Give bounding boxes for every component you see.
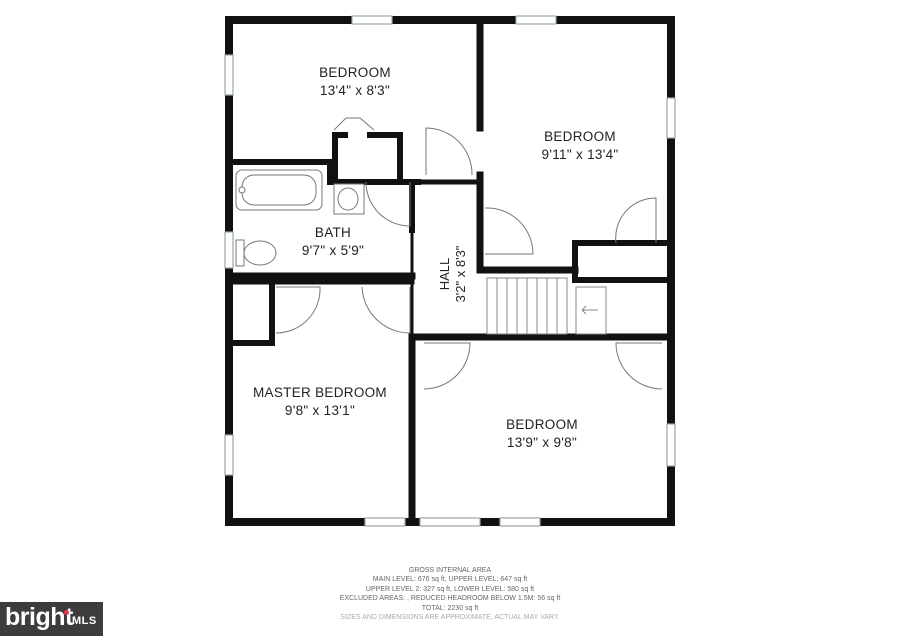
room-name: BATH [314, 225, 352, 240]
room-dimensions: 9'8" x 13'1" [284, 403, 356, 418]
room-dimensions: 9'7" x 5'9" [301, 243, 365, 258]
room-bedroom-top-left: BEDROOM 13'4" x 8'3" [295, 64, 415, 100]
room-name: BEDROOM [506, 417, 578, 432]
room-name: HALL [437, 257, 452, 291]
bright-mls-logo: bright MLS [0, 602, 103, 636]
logo-dot [64, 610, 69, 615]
logo-wordmark: bright [5, 603, 73, 631]
room-bath: BATH 9'7" x 5'9" [273, 224, 393, 260]
interior-walls [225, 16, 675, 526]
room-hall: HALL 3'2" x 8'3" [437, 244, 473, 304]
room-dimensions: 9'11" x 13'4" [541, 147, 619, 162]
room-dimensions: 13'9" x 9'8" [506, 435, 578, 450]
windows [224, 15, 676, 527]
area-line: UPPER LEVEL 2: 327 sq ft, LOWER LEVEL: 5… [365, 585, 535, 593]
bath-fixtures [235, 117, 375, 267]
area-total: TOTAL: 2230 sq ft [421, 604, 479, 612]
room-bedroom-top-right: BEDROOM 9'11" x 13'4" [520, 128, 640, 164]
staircase [486, 277, 607, 335]
area-heading: GROSS INTERNAL AREA [408, 567, 492, 574]
room-bedroom-bottom-right: BEDROOM 13'9" x 9'8" [482, 416, 602, 452]
room-name: BEDROOM [319, 65, 391, 80]
room-master-bedroom: MASTER BEDROOM 9'8" x 13'1" [245, 384, 395, 420]
logo-suffix: MLS [72, 615, 97, 627]
room-name: BEDROOM [544, 129, 616, 144]
room-dimensions: 3'2" x 8'3" [453, 245, 468, 303]
area-summary: GROSS INTERNAL AREA MAIN LEVEL: 676 sq f… [320, 566, 580, 622]
area-line: MAIN LEVEL: 676 sq ft, UPPER LEVEL: 647 … [372, 576, 528, 584]
area-disclaimer: SIZES AND DIMENSIONS ARE APPROXIMATE, AC… [340, 614, 560, 622]
room-dimensions: 13'4" x 8'3" [319, 83, 391, 98]
room-name: MASTER BEDROOM [253, 385, 387, 400]
area-line: EXCLUDED AREAS: , REDUCED HEADROOM BELOW… [339, 595, 561, 603]
doors [275, 127, 663, 390]
